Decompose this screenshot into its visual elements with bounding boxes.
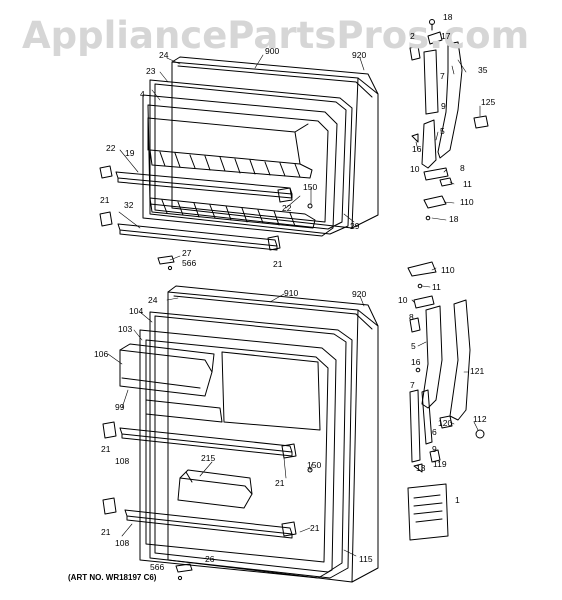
fresh-food-small-parts	[175, 467, 313, 581]
art-number: (ART NO. WR18197 C6)	[68, 573, 157, 582]
callout-121: 121	[470, 366, 485, 376]
callout-2: 2	[410, 31, 415, 41]
freezer-door-rail-32	[117, 223, 278, 251]
freezer-shelf-lower	[149, 197, 316, 229]
freezer-door-gasket	[149, 79, 353, 235]
callout-17: 17	[441, 31, 451, 41]
callout-104: 104	[129, 306, 144, 316]
fresh-food-door-rail-lower	[124, 509, 293, 539]
callout-8-b: 8	[409, 312, 414, 322]
lower-hinge-parts	[407, 261, 485, 541]
callout-106: 106	[94, 349, 109, 359]
callout-910: 910	[284, 288, 299, 298]
freezer-small-parts	[157, 203, 313, 271]
fresh-food-door-gasket	[149, 311, 353, 579]
callout-19: 19	[125, 148, 135, 158]
callout-16-b: 16	[411, 357, 421, 367]
freezer-door-liner	[142, 94, 338, 237]
callout-103: 103	[118, 324, 133, 334]
callout-1: 1	[455, 495, 460, 505]
callout-920-b: 920	[352, 289, 367, 299]
fresh-food-door-liner	[139, 329, 337, 579]
callout-4: 4	[140, 89, 145, 99]
callout-10: 10	[410, 164, 420, 174]
callout-150: 150	[303, 182, 318, 192]
callout-120: 120	[438, 418, 453, 428]
callout-108: 108	[115, 456, 130, 466]
freezer-door-rail-19	[115, 171, 293, 199]
callout-5: 5	[440, 126, 445, 136]
callout-900: 900	[265, 46, 280, 56]
callout-35: 35	[478, 65, 488, 75]
freezer-shelf-upper	[147, 117, 313, 179]
callout-21-e: 21	[310, 523, 320, 533]
callout-119: 119	[433, 459, 447, 469]
callout-6: 6	[432, 427, 437, 437]
callout-7: 7	[440, 71, 445, 81]
leader-lines	[107, 54, 481, 557]
callout-22: 22	[106, 143, 116, 153]
callout-21-d: 21	[275, 478, 285, 488]
callout-920: 920	[352, 50, 367, 60]
callout-566-b: 566	[150, 562, 165, 572]
callout-10-b: 10	[398, 295, 408, 305]
callout-22-b: 22	[282, 203, 292, 213]
callout-21-b: 21	[273, 259, 283, 269]
callout-115: 115	[359, 554, 373, 564]
callout-99: 99	[115, 402, 125, 412]
upper-hinge-parts	[409, 19, 489, 221]
watermark: AppliancePartsPros.com	[22, 14, 530, 57]
dairy-compartment	[119, 343, 215, 397]
callout-13: 13	[416, 463, 426, 473]
callout-21-c: 21	[101, 444, 111, 454]
freezer-door-outer-panel	[171, 56, 379, 229]
callout-21-f: 21	[101, 527, 111, 537]
fresh-food-rail-clips	[102, 421, 297, 537]
callout-9: 9	[441, 101, 446, 111]
callout-215: 215	[201, 453, 216, 463]
callout-23: 23	[146, 66, 156, 76]
callout-16: 16	[412, 144, 422, 154]
callout-112: 112	[473, 414, 487, 424]
callout-5-b: 5	[411, 341, 416, 351]
callout-26: 26	[205, 554, 215, 564]
fresh-food-door-rail-upper	[119, 427, 293, 457]
callout-24-b: 24	[148, 295, 158, 305]
callout-32: 32	[124, 200, 134, 210]
callout-110-b: 110	[441, 265, 455, 275]
callout-110: 110	[460, 197, 474, 207]
callout-108-b: 108	[115, 538, 130, 548]
callout-11-b: 11	[432, 282, 441, 292]
callout-150-b: 150	[307, 460, 322, 470]
callout-9-b: 9	[432, 444, 437, 454]
callout-29: 29	[350, 221, 360, 231]
callout-125: 125	[481, 97, 496, 107]
callout-7-b: 7	[410, 380, 415, 390]
callout-21: 21	[100, 195, 110, 205]
callout-18: 18	[443, 12, 453, 22]
callout-27: 27	[182, 248, 192, 258]
callout-11: 11	[463, 179, 472, 189]
butter-bin-215	[177, 469, 253, 509]
callout-566: 566	[182, 258, 197, 268]
freezer-rail-clips	[99, 165, 293, 251]
callout-24: 24	[159, 50, 169, 60]
callout-18-b: 18	[449, 214, 459, 224]
callout-8: 8	[460, 163, 465, 173]
fresh-food-door-outer-panel	[167, 285, 379, 583]
